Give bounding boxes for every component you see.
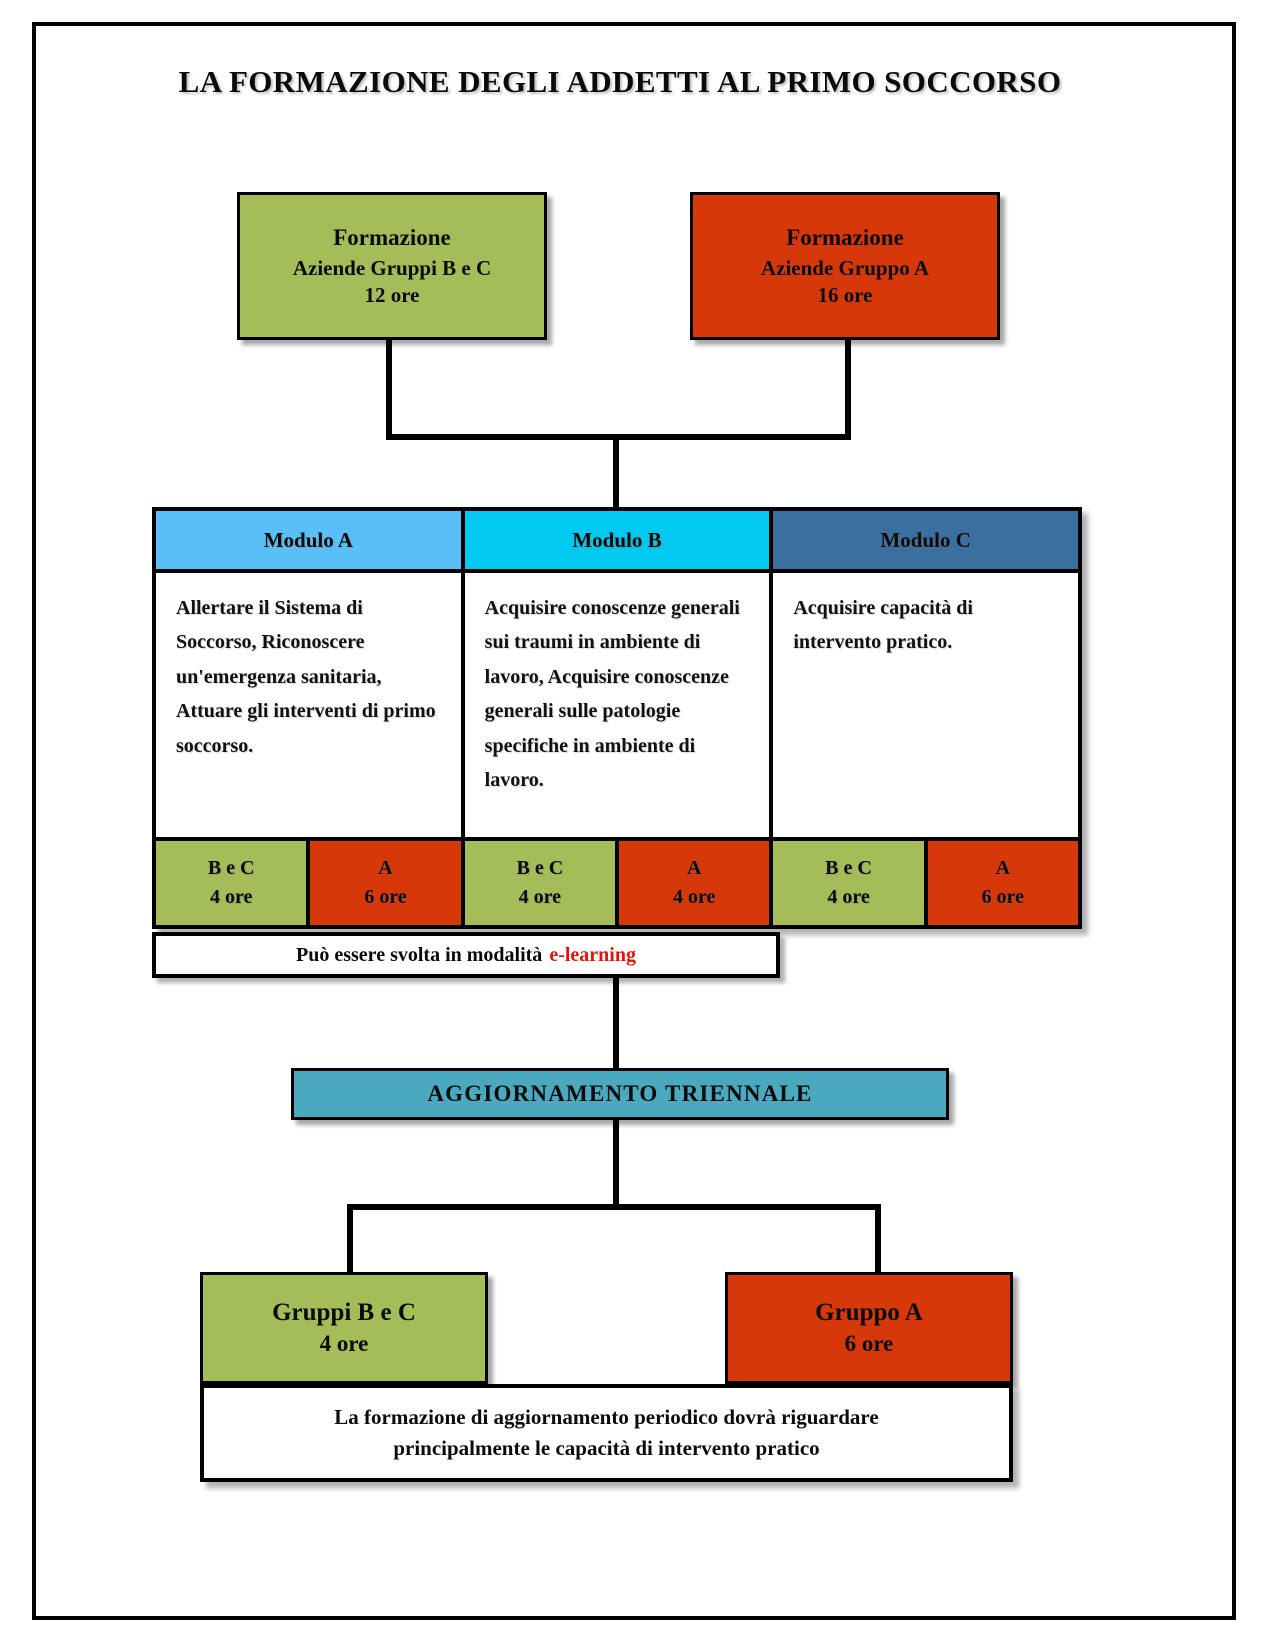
hours-group-module-b: B e C 4 ore A 4 ore — [464, 841, 774, 925]
modules-hours-row: B e C 4 ore A 6 ore B e C 4 ore A 4 ore — [156, 837, 1079, 925]
module-header-a[interactable]: Modulo A — [156, 511, 465, 569]
hours-cell-a-bc-label: B e C — [207, 857, 255, 879]
modules-panel: Modulo A Modulo B Modulo C Allertare il … — [152, 507, 1082, 929]
module-header-b[interactable]: Modulo B — [464, 511, 774, 569]
elearning-accent: e-learning — [549, 943, 636, 966]
formation-a-line2: Aziende Gruppo A — [760, 256, 930, 281]
hours-cell-a-a: A 6 ore — [310, 841, 461, 925]
update-box-groups-bc: Gruppi B e C 4 ore — [200, 1272, 488, 1384]
hours-cell-c-a-label: A — [995, 857, 1011, 879]
bottom-note-line2: principalmente le capacità di intervento… — [393, 1436, 820, 1460]
hours-cell-b-a-value: 4 ore — [672, 886, 716, 908]
connector-a-down — [845, 340, 851, 440]
update-a-hours: 6 ore — [844, 1331, 894, 1357]
module-body-b: Acquisire conoscenze generali sui traumi… — [464, 573, 774, 837]
modules-header-row: Modulo A Modulo B Modulo C — [156, 511, 1079, 569]
module-body-a: Allertare il Sistema di Soccorso, Ricono… — [156, 573, 465, 837]
hours-group-module-a: B e C 4 ore A 6 ore — [156, 841, 465, 925]
hours-cell-c-bc-label: B e C — [825, 857, 872, 879]
bottom-note: La formazione di aggiornamento periodico… — [200, 1384, 1013, 1482]
hours-cell-b-a-label: A — [686, 857, 702, 879]
connector-bottom-right-down — [875, 1204, 881, 1282]
connector-to-aggiornamento — [613, 978, 619, 1070]
hours-cell-b-bc-value: 4 ore — [518, 886, 562, 908]
hours-cell-a-a-value: 6 ore — [364, 886, 407, 908]
connector-bottom-split — [347, 1204, 881, 1210]
connector-aggiornamento-down — [613, 1120, 619, 1208]
hours-cell-c-bc: B e C 4 ore — [773, 841, 928, 925]
formation-a-hours: 16 ore — [817, 283, 873, 308]
module-body-c: Acquisire capacità di intervento pratico… — [773, 573, 1079, 837]
hours-cell-b-bc-label: B e C — [516, 857, 564, 879]
hours-cell-c-a: A 6 ore — [927, 841, 1079, 925]
update-bc-hours: 4 ore — [319, 1331, 369, 1357]
connector-bottom-left-down — [347, 1204, 353, 1282]
connector-merge-down — [613, 434, 619, 510]
formation-a-line1: Formazione — [786, 224, 904, 250]
update-box-group-a: Gruppo A 6 ore — [725, 1272, 1013, 1384]
hours-cell-b-a: A 4 ore — [619, 841, 770, 925]
formation-bc-hours: 12 ore — [364, 283, 420, 308]
aggiornamento-triennale-box: AGGIORNAMENTO TRIENNALE — [291, 1068, 949, 1120]
bottom-note-line1: La formazione di aggiornamento periodico… — [334, 1404, 879, 1429]
aggiornamento-label: AGGIORNAMENTO TRIENNALE — [427, 1081, 813, 1107]
elearning-note: Può essere svolta in modalità e-learning — [152, 932, 780, 978]
hours-cell-a-bc-value: 4 ore — [209, 886, 253, 908]
formation-bc-line1: Formazione — [333, 224, 451, 250]
hours-cell-b-bc: B e C 4 ore — [464, 841, 620, 925]
hours-cell-a-bc: B e C 4 ore — [156, 841, 311, 925]
formation-bc-line2: Aziende Gruppi B e C — [292, 256, 492, 281]
update-bc-label: Gruppi B e C — [272, 1299, 416, 1327]
connector-bc-down — [386, 340, 392, 440]
hours-cell-c-bc-value: 4 ore — [827, 886, 870, 908]
formation-box-group-a: Formazione Aziende Gruppo A 16 ore — [690, 192, 1000, 340]
hours-cell-a-a-label: A — [378, 857, 393, 879]
hours-cell-c-a-value: 6 ore — [981, 886, 1025, 908]
update-a-label: Gruppo A — [815, 1299, 923, 1327]
hours-group-module-c: B e C 4 ore A 6 ore — [773, 841, 1079, 925]
modules-body-row: Allertare il Sistema di Soccorso, Ricono… — [156, 569, 1079, 837]
formation-box-groups-bc: Formazione Aziende Gruppi B e C 12 ore — [237, 192, 547, 340]
elearning-text: Può essere svolta in modalità — [296, 943, 543, 966]
page-title: LA FORMAZIONE DEGLI ADDETTI AL PRIMO SOC… — [178, 64, 1062, 99]
module-header-c[interactable]: Modulo C — [773, 511, 1079, 569]
